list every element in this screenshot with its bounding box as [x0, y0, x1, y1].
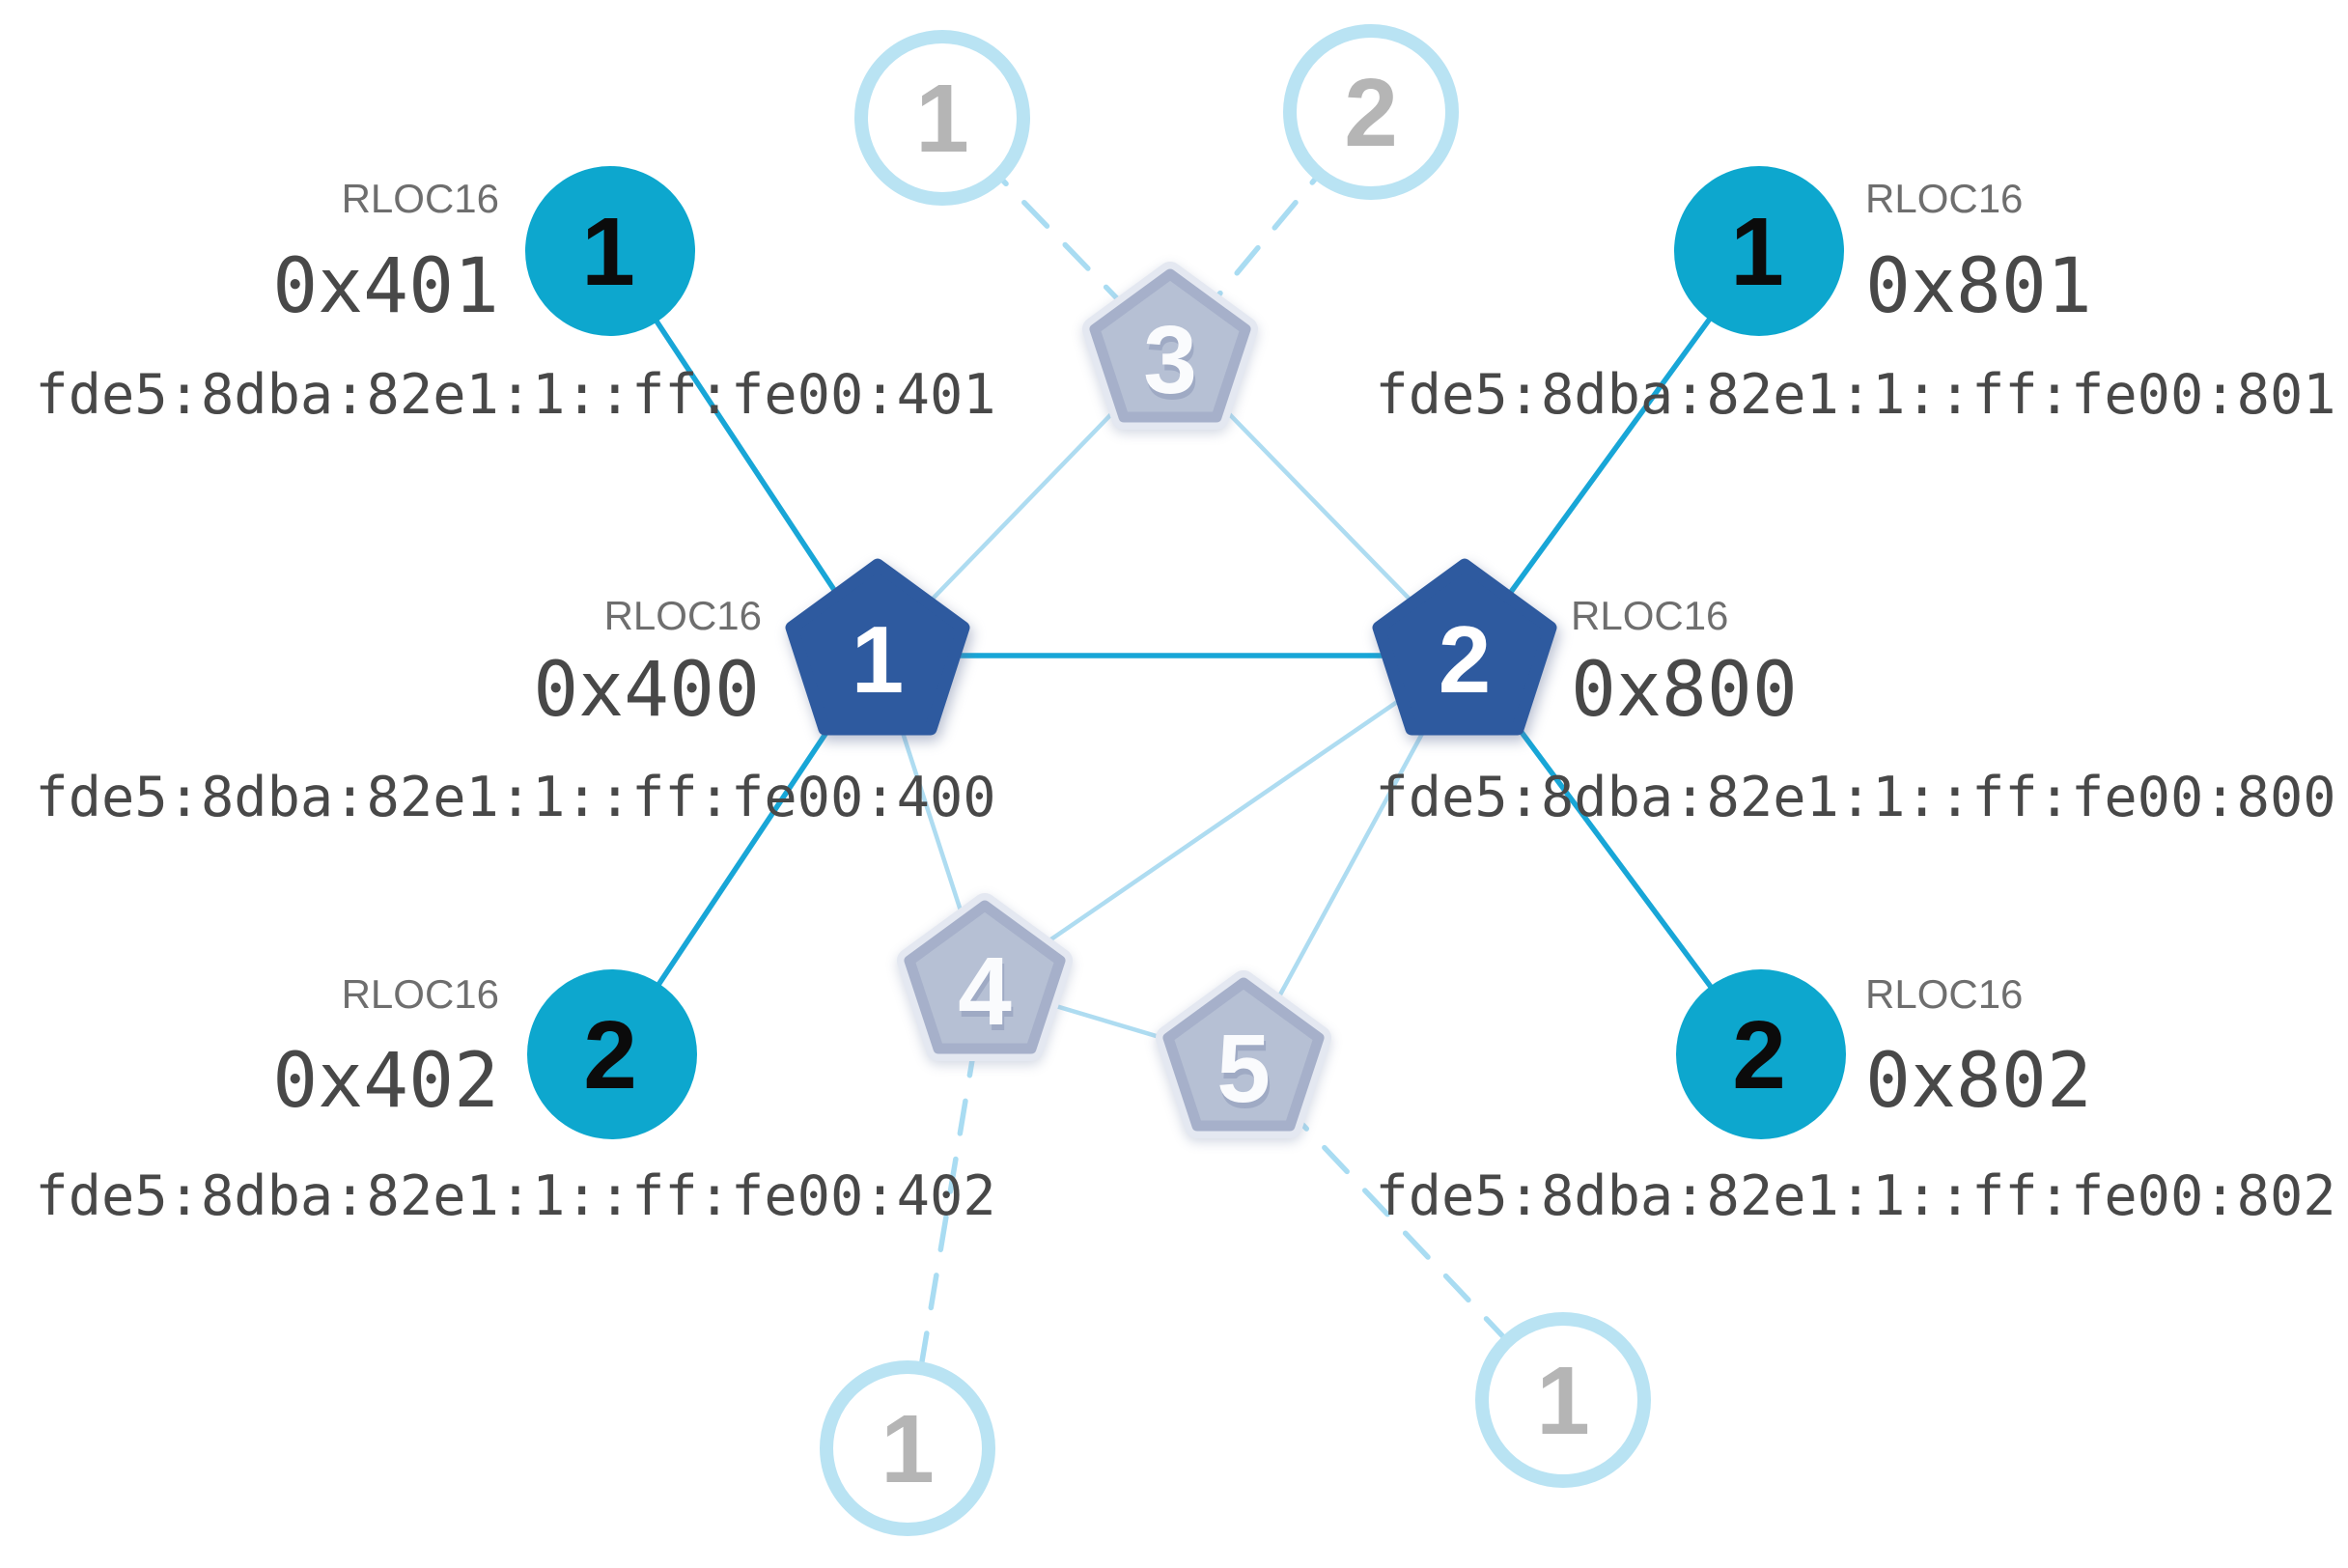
router-pentagon-icon [1372, 558, 1557, 736]
pentagon-icon [1089, 268, 1251, 423]
ghost-child-number: 1 [880, 1395, 935, 1503]
child-801: 1 [1674, 166, 1844, 336]
rloc16-label: RLOC16 [1865, 971, 2023, 1017]
pentagon-icon [1162, 977, 1325, 1132]
router-1-labels: RLOC16 0x400 fde5:8dba:82e1:1::ff:fe00:4… [35, 593, 995, 829]
rloc16-value: 0x400 [533, 647, 760, 734]
rloc16-label: RLOC16 [1571, 593, 1728, 638]
ghost-child-circle [820, 1360, 995, 1536]
inactive-router-3: 3 3 [1082, 262, 1258, 430]
rloc16-value: 0x802 [1865, 1038, 2092, 1125]
child-number: 2 [1732, 1001, 1786, 1109]
ghost-child-bottom-left: 1 [820, 1360, 995, 1536]
router-2-labels: RLOC16 0x800 fde5:8dba:82e1:1::ff:fe00:8… [1375, 593, 2335, 829]
rloc16-value: 0x402 [272, 1038, 499, 1125]
inactive-router-number: 3 [1143, 306, 1197, 414]
ghost-child-number: 1 [915, 65, 969, 173]
ghost-child-circle [1475, 1312, 1651, 1488]
rloc16-label: RLOC16 [342, 176, 499, 221]
link-router2-router4 [983, 654, 1467, 987]
inactive-router-number-shadow: 3 [1145, 312, 1199, 420]
inactive-router-number-shadow: 4 [960, 943, 1014, 1051]
rloc16-label: RLOC16 [1865, 176, 2023, 221]
child-802: 2 [1676, 969, 1846, 1139]
ipv6-address: fde5:8dba:82e1:1::ff:fe00:801 [1375, 363, 2335, 427]
ghost-child-top-2: 2 [1283, 24, 1459, 200]
ipv6-address: fde5:8dba:82e1:1::ff:fe00:800 [1375, 766, 2335, 829]
link-router4-ghost-bl [905, 982, 988, 1451]
child-circle-icon [525, 166, 695, 336]
pentagon-icon [904, 900, 1066, 1054]
rloc16-label: RLOC16 [342, 971, 499, 1017]
ghost-child-number: 1 [1536, 1347, 1590, 1455]
router-pentagon-icon [785, 558, 970, 736]
router-2: 2 [1372, 558, 1557, 736]
ghost-child-bottom-right: 1 [1475, 1312, 1651, 1488]
rloc16-value: 0x800 [1571, 647, 1798, 734]
inactive-router-4: 4 4 [897, 893, 1073, 1061]
child-number: 1 [1730, 198, 1784, 306]
inactive-router-5: 5 5 [1156, 970, 1331, 1138]
child-number: 1 [581, 198, 635, 306]
inactive-router-number: 5 [1216, 1015, 1271, 1123]
ghost-child-circle [854, 30, 1030, 206]
ipv6-address: fde5:8dba:82e1:1::ff:fe00:802 [1375, 1164, 2335, 1228]
ipv6-address: fde5:8dba:82e1:1::ff:fe00:401 [35, 363, 995, 427]
ghost-child-number: 2 [1344, 59, 1398, 167]
child-402-labels: RLOC16 0x402 fde5:8dba:82e1:1::ff:fe00:4… [35, 971, 995, 1228]
child-801-labels: RLOC16 0x801 fde5:8dba:82e1:1::ff:fe00:8… [1375, 176, 2335, 427]
router-number: 2 [1439, 606, 1492, 713]
child-circle-icon [1676, 969, 1846, 1139]
child-802-labels: RLOC16 0x802 fde5:8dba:82e1:1::ff:fe00:8… [1375, 971, 2335, 1228]
inactive-router-number-shadow: 5 [1218, 1021, 1272, 1129]
rloc16-label: RLOC16 [604, 593, 762, 638]
ghost-child-top-1: 1 [854, 30, 1030, 206]
child-401: 1 [525, 166, 695, 336]
router-1: 1 [785, 558, 970, 736]
ipv6-address: fde5:8dba:82e1:1::ff:fe00:402 [35, 1164, 995, 1228]
router-number: 1 [852, 606, 905, 713]
rloc16-value: 0x801 [1865, 243, 2092, 330]
ipv6-address: fde5:8dba:82e1:1::ff:fe00:400 [35, 766, 995, 829]
child-number: 2 [583, 1001, 637, 1109]
child-402: 2 [527, 969, 697, 1139]
child-circle-icon [1674, 166, 1844, 336]
child-circle-icon [527, 969, 697, 1139]
child-401-labels: RLOC16 0x401 fde5:8dba:82e1:1::ff:fe00:4… [35, 176, 995, 427]
rloc16-value: 0x401 [272, 243, 499, 330]
inactive-router-number: 4 [958, 938, 1012, 1046]
ghost-child-circle [1283, 24, 1459, 200]
